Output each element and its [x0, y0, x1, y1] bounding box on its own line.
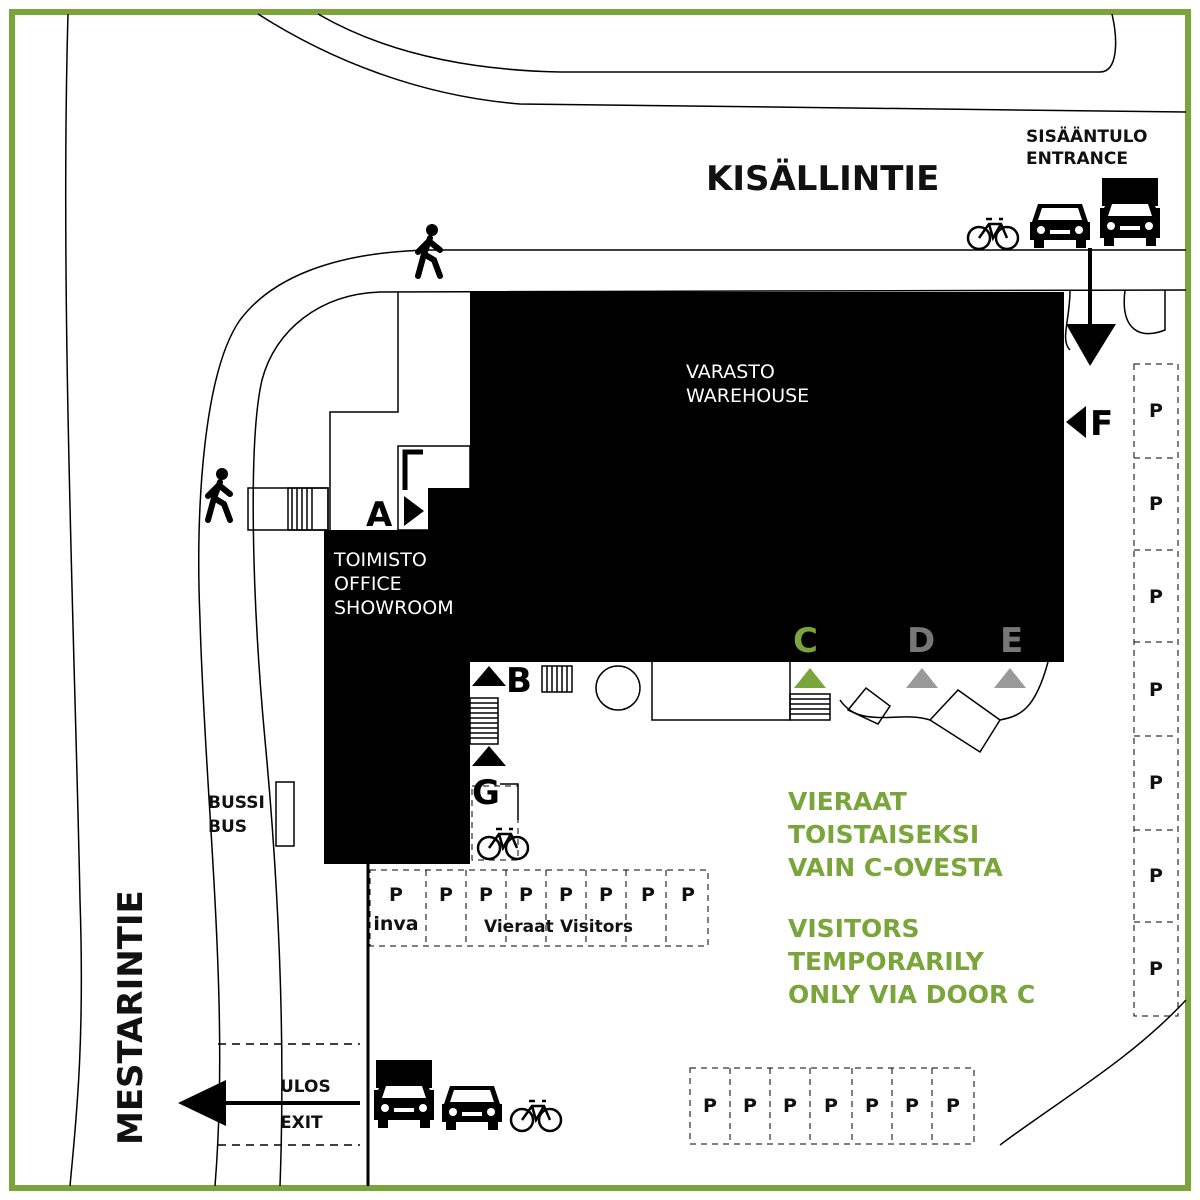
bicycle-icon [476, 827, 530, 861]
parking-symbol: P [389, 884, 403, 906]
parking-symbol: P [1149, 679, 1163, 701]
parking-symbol: P [1149, 493, 1163, 515]
parking-symbol: P [519, 884, 533, 906]
notice-en-line2: TEMPORARILY [788, 947, 985, 976]
door-f-marker-icon [1066, 406, 1086, 438]
parking-symbol: P [681, 884, 695, 906]
parking-symbol: P [1149, 865, 1163, 887]
exit-label-en: EXIT [280, 1113, 323, 1133]
entrance-arrow-icon [1066, 248, 1116, 366]
parking-symbol: P [703, 1095, 717, 1117]
parking-symbol: P [865, 1095, 879, 1117]
door-d-marker-icon [906, 668, 938, 688]
street-west: MESTARINTIE [111, 890, 151, 1145]
entrance-label-en: ENTRANCE [1026, 149, 1128, 169]
warehouse-building [470, 292, 1064, 662]
parking-symbol: P [743, 1095, 757, 1117]
bike-parking-area [471, 785, 519, 861]
truck-icon [374, 1060, 434, 1128]
notice-en-line1: VISITORS [788, 914, 920, 943]
parking-symbol: P [946, 1095, 960, 1117]
car-icon [1030, 204, 1090, 248]
street-north: KISÄLLINTIE [706, 158, 939, 199]
office-label-fi: TOIMISTO [333, 549, 427, 571]
door-a-marker-icon [404, 496, 424, 526]
exit-label-fi: ULOS [280, 1077, 331, 1097]
door-d-label: D [907, 621, 935, 661]
exit-arrow-icon [178, 1080, 360, 1126]
door-e-label: E [1000, 621, 1023, 661]
parking-symbol: P [599, 884, 613, 906]
accessible-parking-label: inva [373, 913, 418, 935]
parking-symbol: P [439, 884, 453, 906]
parking-symbol: P [479, 884, 493, 906]
door-c-marker-icon [794, 668, 826, 688]
bus-label-en: BUS [208, 817, 247, 837]
visitor-notice: VIERAAT TOISTAISEKSI VAIN C-OVESTA VISIT… [788, 787, 1035, 1009]
parking-east [1133, 363, 1179, 1017]
pedestrian-icon [208, 468, 230, 520]
door-b-label: B [506, 661, 532, 701]
door-b-marker-icon [472, 666, 506, 686]
notice-fi-line3: VAIN C-OVESTA [788, 853, 1003, 882]
notice-fi-line2: TOISTAISEKSI [788, 820, 979, 849]
parking-symbol: P [905, 1095, 919, 1117]
visitors-parking-label-fi: Vieraat [484, 917, 554, 937]
door-e-marker-icon [994, 668, 1026, 688]
car-icon [442, 1086, 502, 1130]
parking-visitors [369, 869, 709, 947]
parking-symbol: P [1149, 586, 1163, 608]
notice-en-line3: ONLY VIA DOOR C [788, 980, 1035, 1009]
door-g-label: G [472, 773, 500, 813]
door-a-label: A [366, 495, 393, 535]
road-lines [64, 13, 1187, 1187]
bicycle-icon [509, 1099, 563, 1133]
parking-symbol: P [641, 884, 655, 906]
notice-fi-line1: VIERAAT [788, 787, 907, 816]
door-f-label: F [1090, 404, 1113, 444]
door-a-block [428, 488, 470, 530]
parking-symbol: P [1149, 772, 1163, 794]
showroom-label: SHOWROOM [334, 597, 454, 619]
parking-symbol: P [1149, 958, 1163, 980]
door-g-marker-icon [472, 746, 506, 766]
parking-symbol: P [559, 884, 573, 906]
parking-symbol: P [1149, 400, 1163, 422]
parking-symbol: P [783, 1095, 797, 1117]
map-frame [9, 9, 1191, 1191]
warehouse-label-en: WAREHOUSE [686, 385, 809, 407]
bus-label-fi: BUSSI [208, 793, 265, 813]
parking-south [689, 1067, 975, 1145]
visitors-parking-label-en: Visitors [560, 917, 633, 937]
parking-symbol: P [824, 1095, 838, 1117]
bicycle-icon [966, 217, 1020, 251]
entrance-label-fi: SISÄÄNTULO [1026, 125, 1147, 147]
office-label-en: OFFICE [334, 573, 402, 595]
truck-icon [1100, 178, 1160, 246]
warehouse-label-fi: VARASTO [686, 361, 775, 383]
door-c-label: C [793, 621, 818, 661]
office-building [324, 530, 470, 864]
